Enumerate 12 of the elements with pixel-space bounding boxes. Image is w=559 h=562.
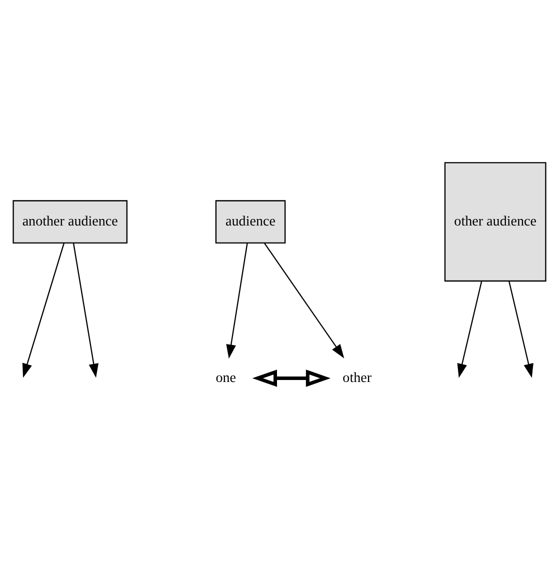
node-text: one (216, 370, 236, 386)
node-box: another audience (12, 200, 128, 244)
arrow (22, 242, 65, 378)
arrow (72, 243, 99, 378)
node-text: other (342, 370, 372, 386)
arrow (508, 281, 534, 378)
arrow (226, 243, 248, 359)
arrow (264, 242, 344, 358)
node-box: other audience (444, 162, 546, 282)
node-box: audience (215, 200, 286, 244)
arrow (252, 370, 331, 387)
arrow (457, 281, 482, 378)
